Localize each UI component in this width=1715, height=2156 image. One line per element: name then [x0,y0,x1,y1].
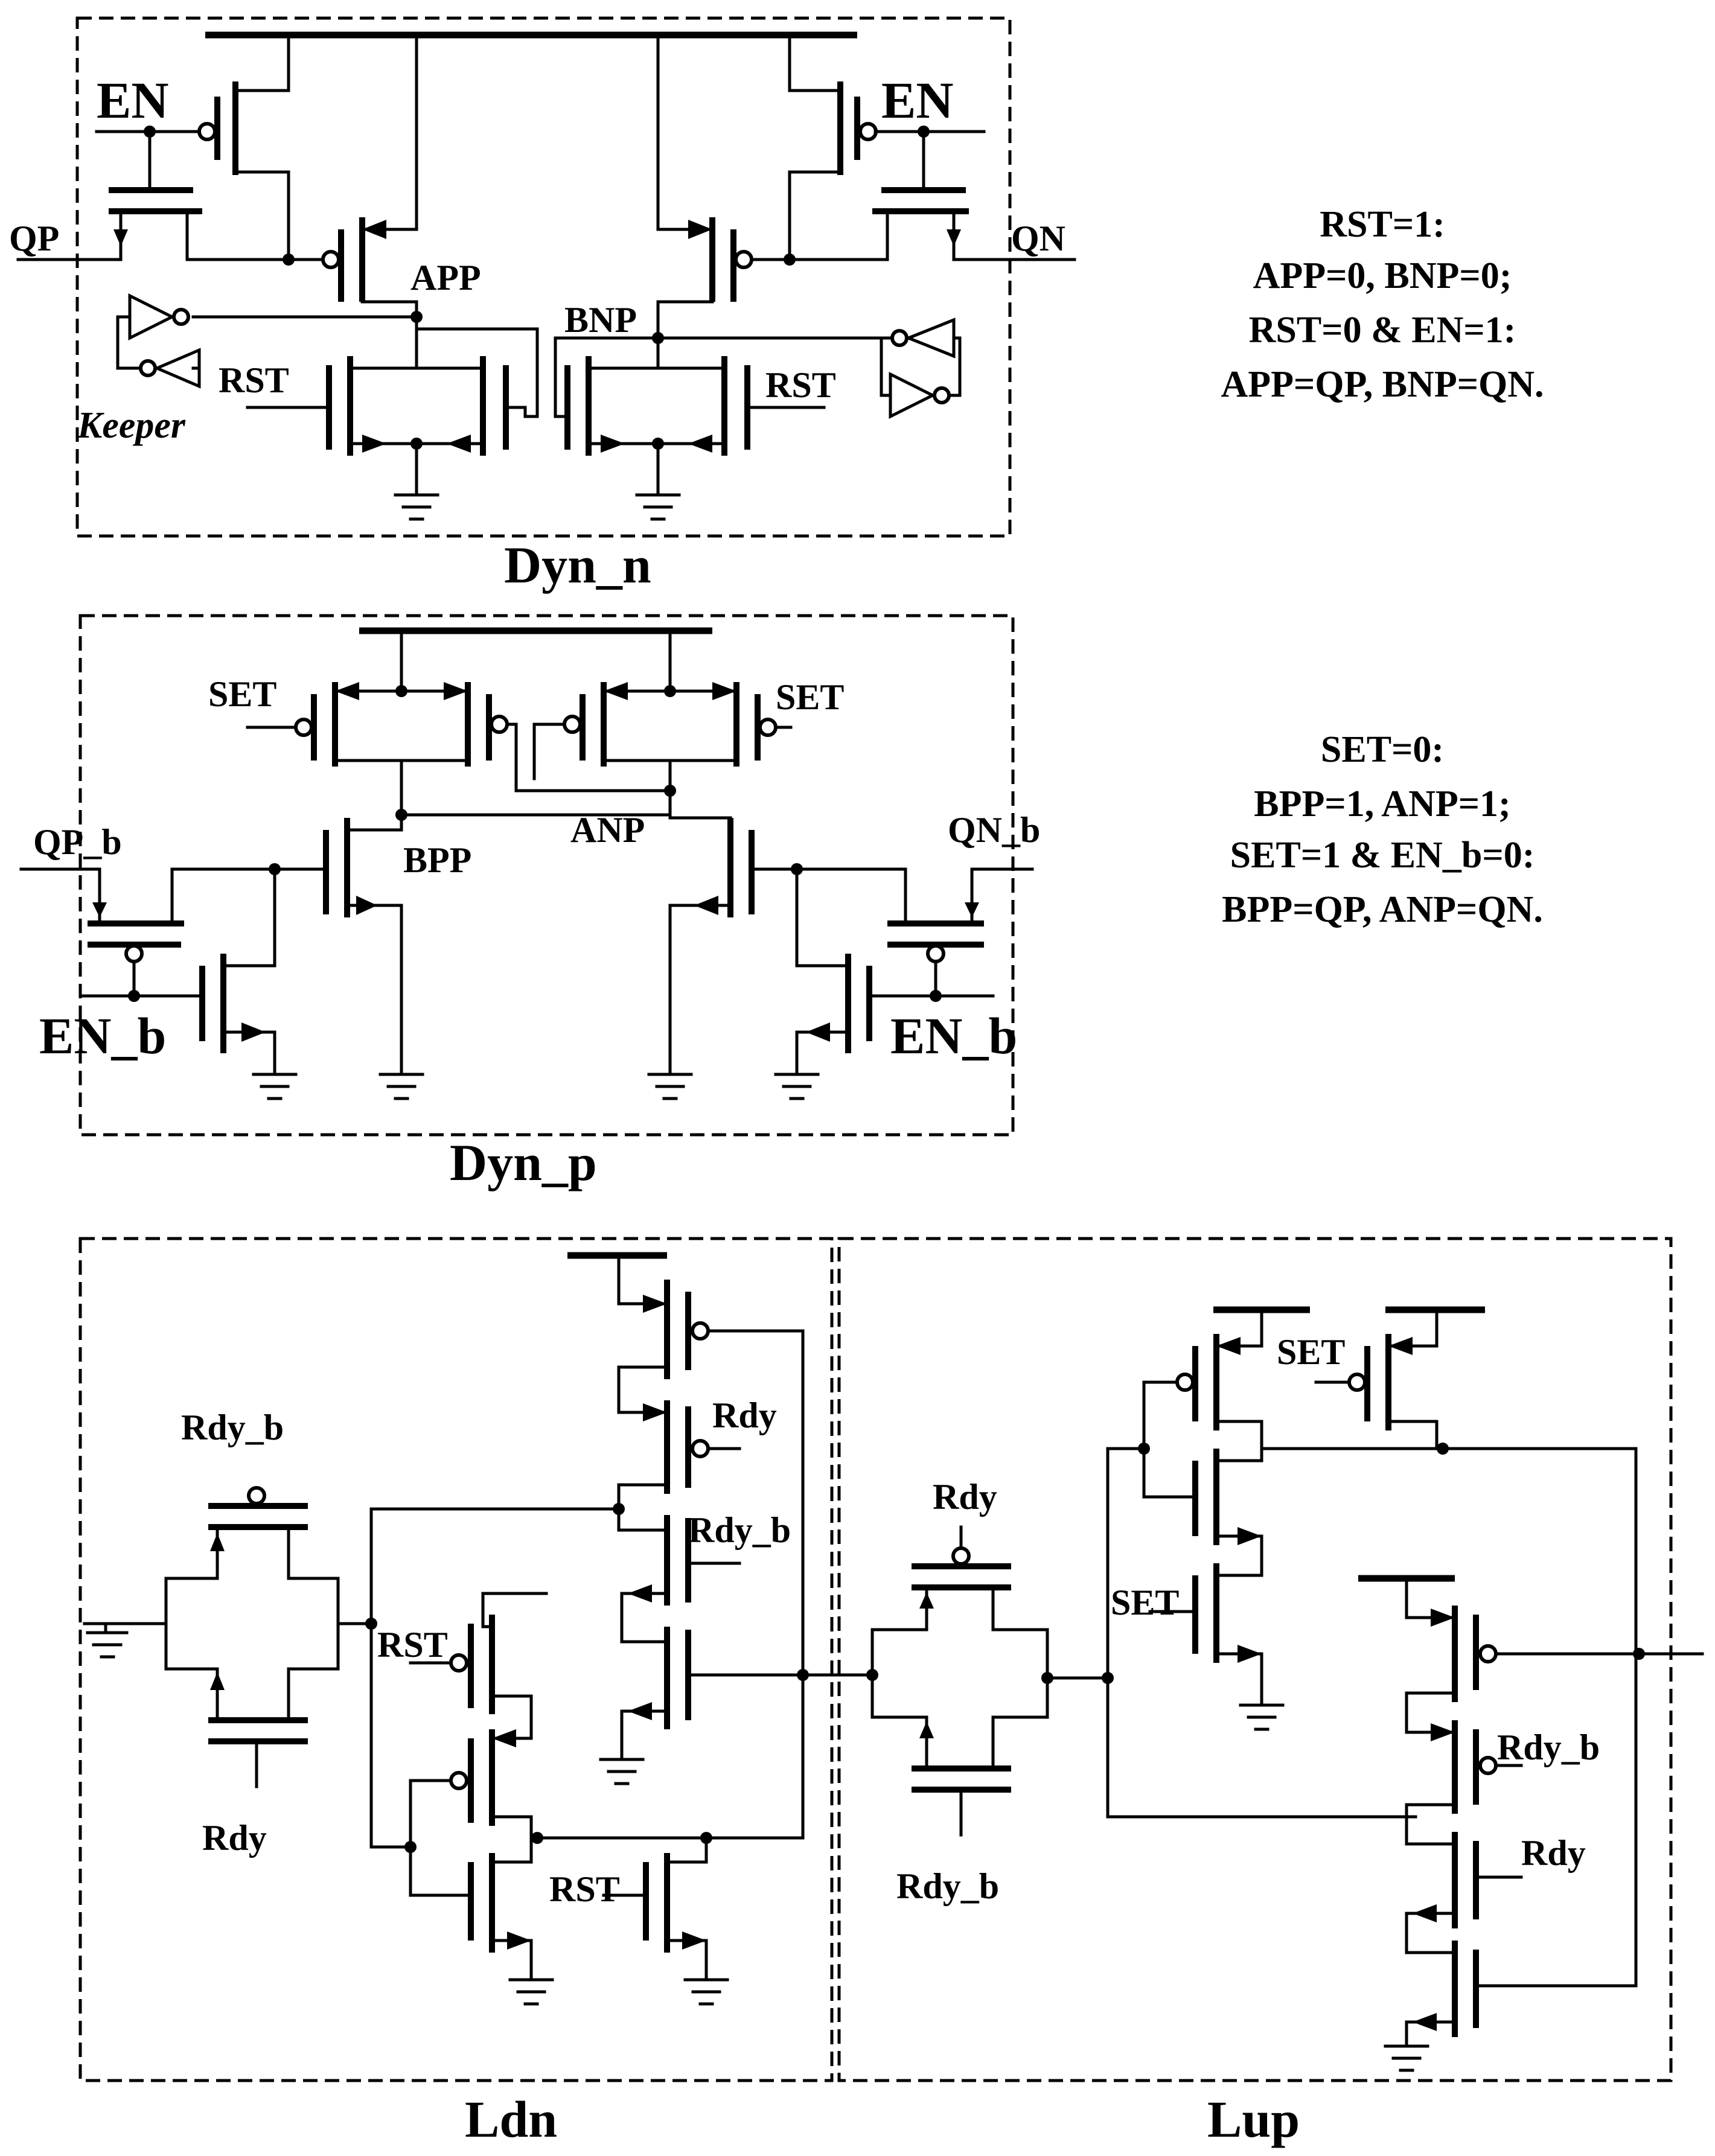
ldn-rdy-bottom-label: Rdy [202,1818,267,1858]
lup-transmission-gate [870,1525,1114,1837]
dyn-n-en-left-label: EN [97,71,168,129]
lup-rdy-label: Rdy [1521,1833,1586,1873]
dyn-n-note-2: APP=0, BNP=0; [1253,255,1512,296]
ldn-stack [567,1252,809,1840]
dyn-n-en-pmos-right [788,33,986,261]
lup-rdy-b-label: Rdy_b [1497,1727,1600,1767]
dyn-n-keeper-right [880,317,962,419]
ldn-rst-b-label: RST [549,1869,620,1909]
dyn-p-title: Dyn_p [450,1134,597,1191]
dyn-p-qn-b-label: QN_b [948,810,1040,850]
dyn-p-set-pmos-left [246,629,509,821]
lup-title: Lup [1207,2090,1300,2148]
dyn-p-qn-b-pass [867,867,1034,1002]
lup-stack [1358,1447,1704,2072]
lup-boundary [837,1237,1673,2082]
dyn-n-block: EN EN QP QN APP BNP RST RST Keeper Dyn_n [9,16,1076,594]
dyn-n-en-right-label: EN [881,71,953,129]
dyn-n-rst-nmos-right [564,356,826,521]
dyn-n-rst-right-label: RST [765,365,836,405]
dyn-p-bpp-nmos [170,813,403,1076]
dyn-p-en-b-nmos-left [199,867,276,1076]
lup-set-b-label: SET [1111,1583,1179,1622]
ldn-transmission-gate [83,1486,377,1788]
dyn-n-keeper-label: Keeper [77,405,186,446]
dyn-n-bnp-pmos [656,33,762,340]
dyn-p-block: SET SET QP_b QN_b BPP ANP EN_b EN_b Dyn_… [19,614,1040,1191]
dyn-n-qp-label: QP [9,218,59,258]
dyn-n-app-pmos [312,33,418,304]
dyn-n-en-pmos-left [95,33,290,261]
dyn-p-boundary [78,614,1015,1137]
ldn-block: Rdy_b Rdy Rdy Rdy_b RST RST Ldn [78,1237,834,2148]
lup-set-a-label: SET [1277,1332,1345,1372]
dyn-n-bnp-label: BNP [564,300,637,340]
dyn-p-set-pmos-right [563,629,793,797]
dyn-n-keeper-left [116,293,201,389]
dyn-n-qn-label: QN [1011,218,1065,258]
dyn-p-en-b-left-label: EN_b [39,1007,166,1065]
dyn-n-note-1: RST=1: [1320,204,1445,245]
ldn-boundary [78,1237,834,2082]
dyn-p-anp-label: ANP [570,810,645,850]
dyn-n-note-4: APP=QP, BNP=QN. [1221,364,1544,405]
dyn-p-qp-b-pass [19,867,201,1002]
lup-rdy-b-bottom-label: Rdy_b [896,1866,999,1906]
dyn-n-title: Dyn_n [504,536,651,594]
dyn-p-anp-nmos [668,816,907,1076]
ldn-rdy-label: Rdy [712,1395,777,1435]
dyn-p-set-left-label: SET [208,674,276,714]
dyn-p-note-4: BPP=QP, ANP=QN. [1222,889,1543,930]
dyn-p-set-right-label: SET [776,677,844,717]
dyn-n-qp-pass [16,208,316,266]
dyn-p-en-b-nmos-right [795,867,872,1076]
dyn-p-note-1: SET=0: [1321,729,1444,770]
dyn-p-bpp-label: BPP [403,840,471,880]
ldn-rdy-b-top-label: Rdy_b [181,1408,284,1447]
dyn-n-qn-pass [747,208,1076,266]
dyn-p-note-3: SET=1 & EN_b=0: [1230,835,1535,876]
dyn-n-app-label: APP [410,258,481,298]
dyn-p-note-2: BPP=1, ANP=1; [1254,783,1510,824]
ldn-rst-a-label: RST [377,1625,448,1665]
ldn-title: Ldn [465,2090,557,2148]
dyn-p-notes: SET=0: BPP=1, ANP=1; SET=1 & EN_b=0: BPP… [1222,729,1543,930]
ldn-rdy-b-label: Rdy_b [688,1510,791,1550]
dyn-n-rst-nmos-left [246,356,527,521]
dyn-p-grounds [252,1073,820,1100]
dyn-n-boundary [75,16,1012,538]
dyn-n-note-3: RST=0 & EN=1: [1249,310,1516,351]
dyn-p-en-b-right-label: EN_b [890,1007,1017,1065]
lup-block: Rdy Rdy_b SET SET Rdy_b Rdy Lup [837,1237,1704,2148]
ldn-rst-network [404,1592,805,2006]
dyn-n-notes: RST=1: APP=0, BNP=0; RST=0 & EN=1: APP=Q… [1221,204,1544,405]
lup-rdy-top-label: Rdy [933,1477,997,1517]
dyn-p-qp-b-label: QP_b [33,822,122,862]
dyn-n-rst-left-label: RST [219,360,289,400]
lup-set-cluster [1142,1306,1638,1731]
